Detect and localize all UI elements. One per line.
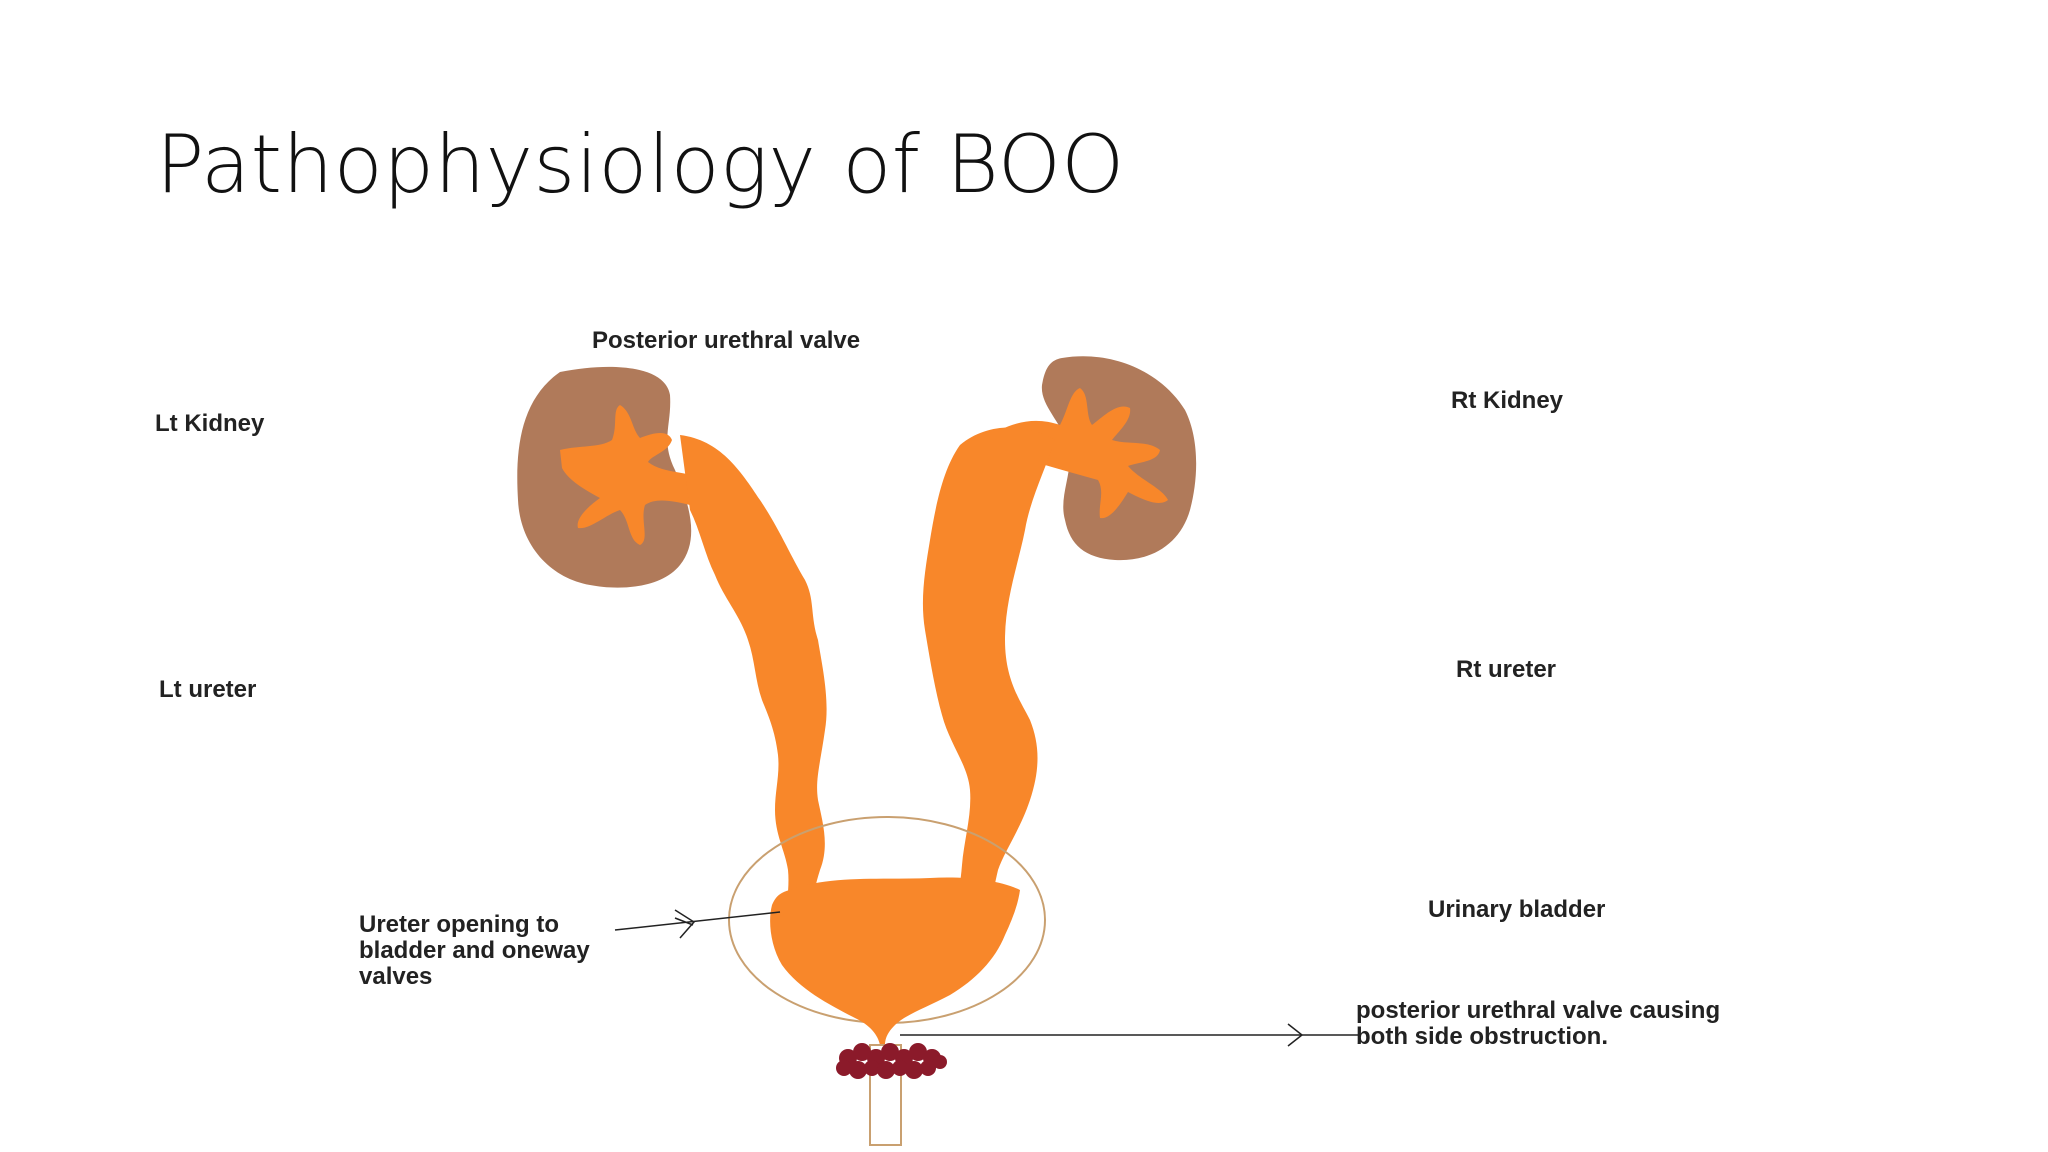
label-lt-ureter: Lt ureter bbox=[159, 676, 257, 703]
posterior-urethral-valve-obstruction bbox=[836, 1043, 947, 1079]
label-urinary-bladder: Urinary bladder bbox=[1428, 896, 1606, 923]
right-renal-pelvis bbox=[1000, 388, 1168, 519]
label-rt-kidney: Rt Kidney bbox=[1451, 387, 1564, 414]
ureter-opening-arrow bbox=[614, 909, 781, 939]
valve-obstruction-arrow bbox=[900, 1023, 1358, 1047]
label-ureter-opening: Ureter opening to bladder and oneway val… bbox=[359, 911, 590, 990]
right-ureter bbox=[922, 427, 1055, 935]
left-ureter bbox=[680, 435, 827, 935]
label-valve-obstruction: posterior urethral valve causing both si… bbox=[1356, 997, 1721, 1050]
urinary-bladder bbox=[770, 877, 1020, 1045]
label-lt-kidney: Lt Kidney bbox=[155, 410, 265, 437]
label-rt-ureter: Rt ureter bbox=[1456, 656, 1557, 683]
slide-title: Pathophysiology of BOO bbox=[156, 118, 1125, 211]
label-posterior-urethral-valve: Posterior urethral valve bbox=[592, 327, 861, 354]
left-renal-pelvis bbox=[560, 405, 705, 545]
